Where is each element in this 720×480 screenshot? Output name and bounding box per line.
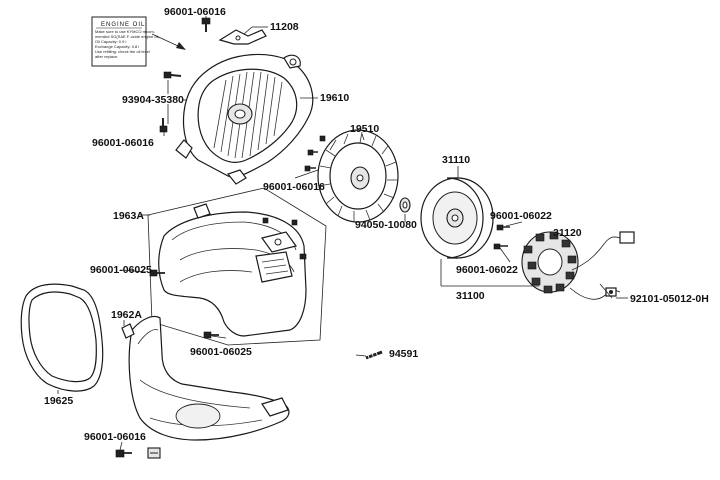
label-bolt-cover-right: 96001-06025 — [190, 346, 252, 358]
part-labels: 96001-06016 11208 93904-35380 19610 9600… — [44, 6, 709, 443]
screw-left-icon — [163, 71, 182, 79]
fan-shroud-part — [175, 53, 314, 185]
label-bolt-stator-bot: 96001-06022 — [456, 264, 518, 276]
label-bolt-left: 96001-06016 — [92, 137, 154, 149]
label-stator: 31120 — [553, 227, 582, 239]
bracket-part — [218, 29, 267, 45]
bolt-left-icon — [159, 118, 168, 133]
leader-lines — [57, 16, 628, 451]
label-clamp: 92101-05012-0H — [630, 293, 709, 305]
label-lower-assy: 1962A — [111, 309, 142, 321]
tag-line-5: Use refilling: check the oil level — [95, 49, 150, 54]
bolt-top-icon — [201, 17, 211, 32]
fan-bolt-icons — [304, 135, 326, 172]
label-bolt-lower: 96001-06016 — [84, 431, 146, 443]
stator-bolt-icons — [493, 224, 510, 250]
cover-assembly-group — [147, 187, 327, 346]
label-bolt-cover-left: 96001-06025 — [90, 264, 152, 276]
cooling-fan-part — [317, 129, 399, 223]
flywheel-part — [420, 177, 494, 259]
label-bolt-top: 96001-06016 — [164, 6, 226, 18]
label-cover-assy: 1963A — [113, 210, 144, 222]
gasket-part — [20, 283, 104, 392]
label-flywheel: 31110 — [442, 154, 470, 166]
tag-line-1: Make sure to use KYMCO recom- — [95, 29, 156, 34]
tag-line-2: mended SG(SAE F-ocide engine oil, — [95, 34, 159, 39]
fan-blades — [318, 131, 398, 222]
label-shroud: 19610 — [320, 92, 349, 104]
tag-line-3: Oil Capacity: 0.9 l — [95, 39, 126, 44]
lower-bolt-icons — [115, 447, 161, 459]
lower-cover-part — [121, 315, 290, 441]
tag-title: ENGINE OIL — [101, 22, 145, 28]
label-fan: 19510 — [350, 123, 379, 135]
pin-icon — [365, 350, 383, 362]
tag-line-4: Exchange Capacity: 0.8 l — [95, 44, 139, 49]
label-gasket: 19625 — [44, 395, 73, 407]
label-washer: 94050-10080 — [355, 219, 417, 231]
label-bracket: 11208 — [270, 21, 299, 33]
label-pin: 94591 — [389, 348, 418, 360]
label-screw-left: 93904-35380 — [122, 94, 184, 106]
label-bolt-stator-top: 96001-06022 — [490, 210, 552, 222]
washer-icon — [399, 197, 411, 213]
tag-line-6: after replace. — [95, 54, 118, 59]
label-bolt-fan: 96001-06016 — [263, 181, 325, 193]
stator-part — [521, 231, 635, 300]
oil-warning-tag: ENGINE OIL Make sure to use KYMCO recom-… — [91, 16, 159, 67]
label-generator-assy: 31100 — [456, 290, 485, 302]
cover-bolt-icons — [149, 269, 219, 339]
